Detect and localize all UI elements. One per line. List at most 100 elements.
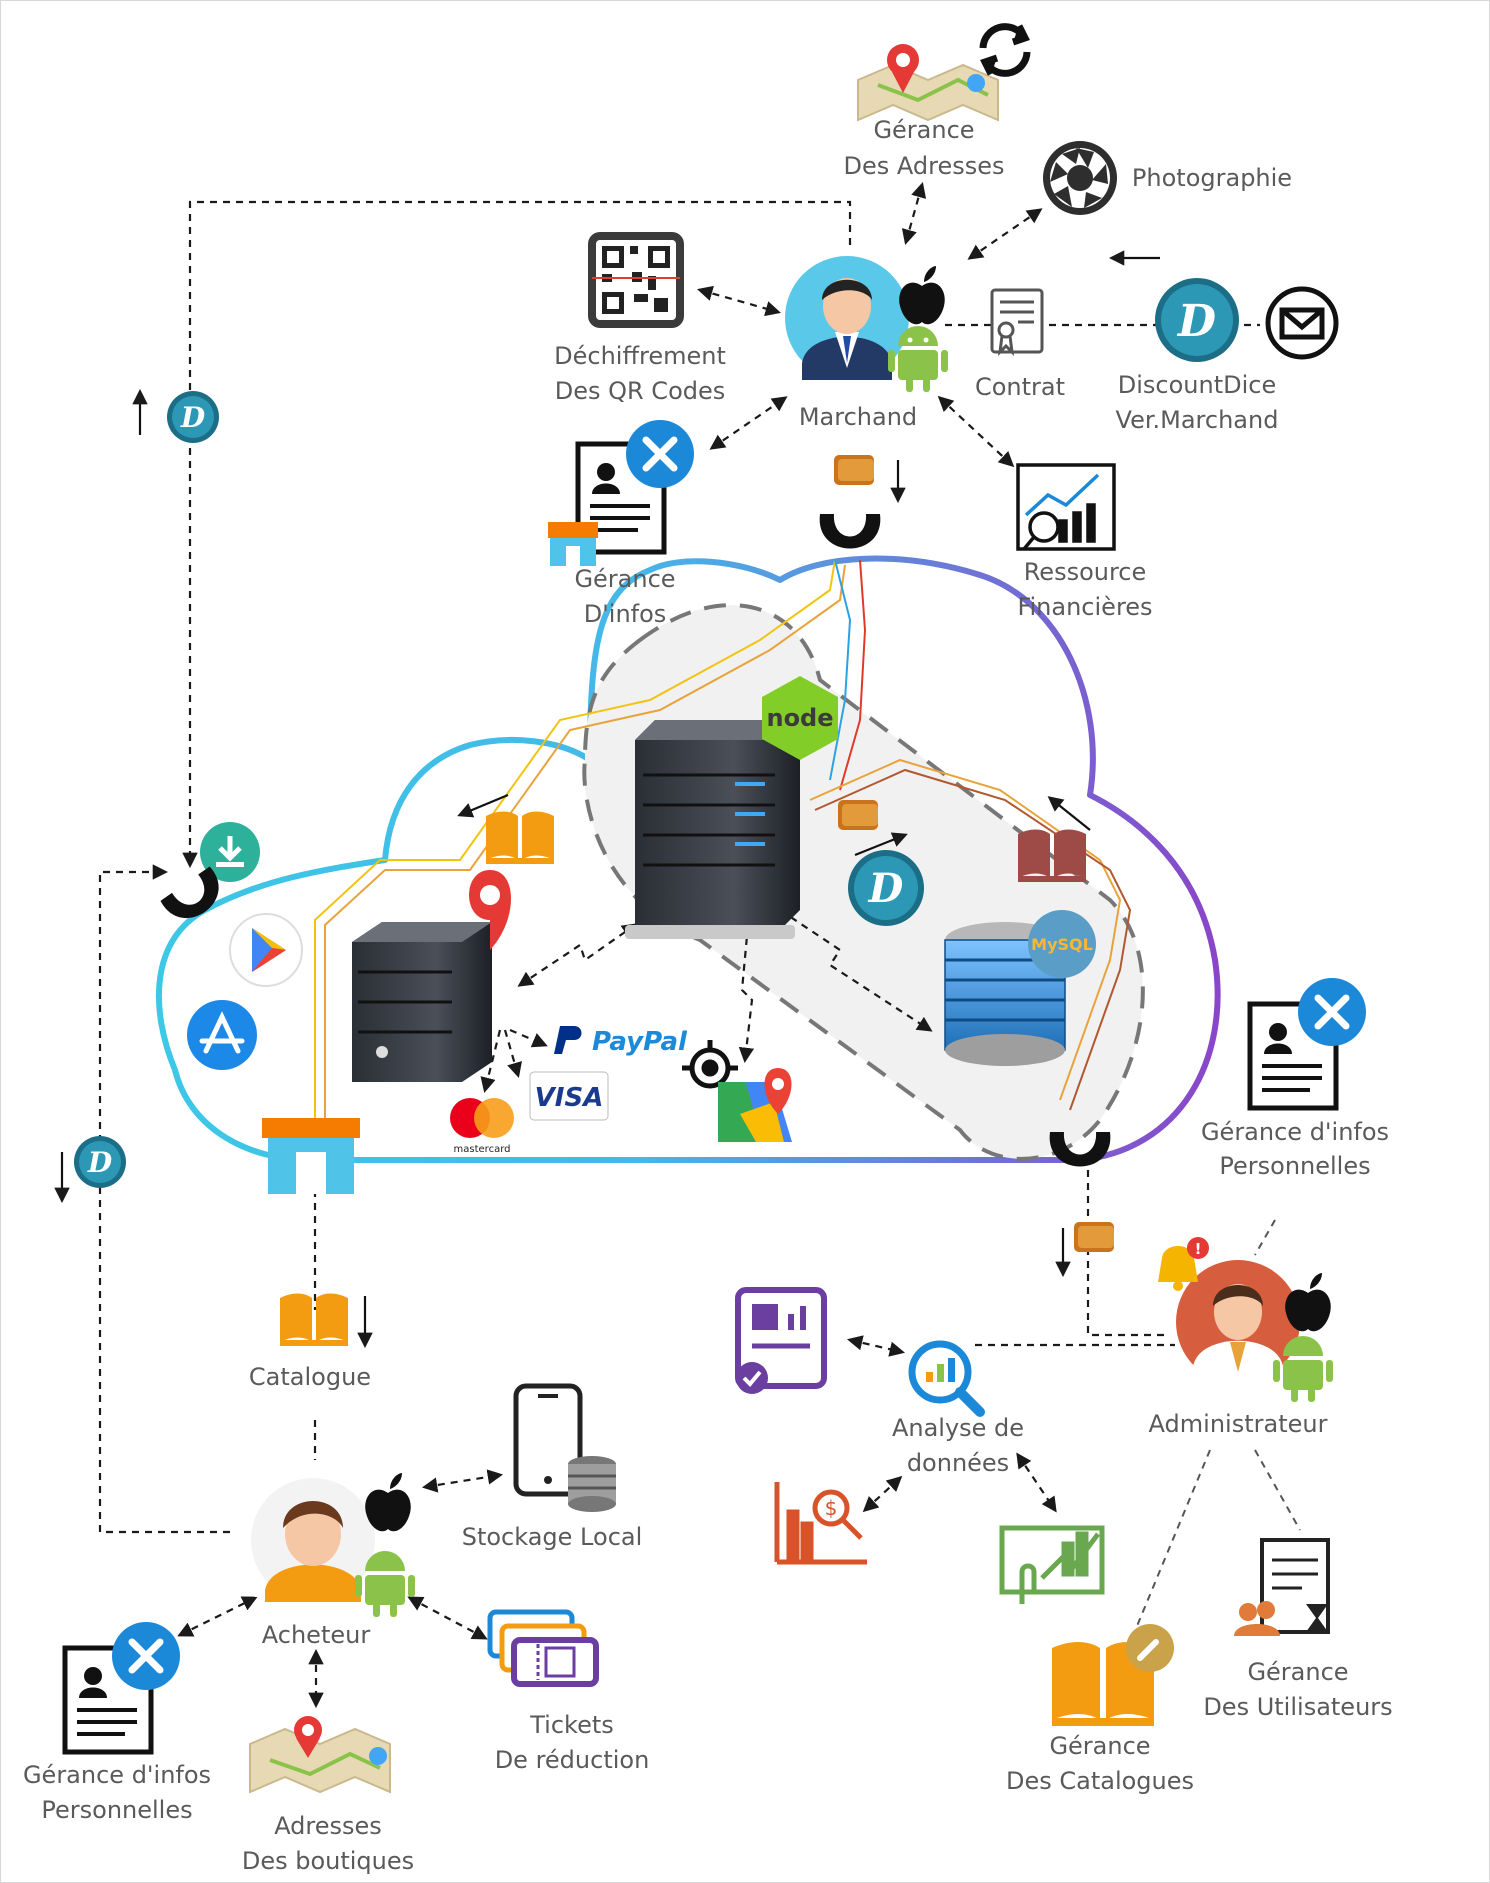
shop-addresses-map-icon: [249, 1716, 391, 1794]
map-icon: [857, 44, 999, 122]
growth-touch-icon: [999, 1525, 1105, 1604]
label-dechiffrement-2: Des QR Codes: [555, 377, 726, 405]
discountdice-badge-cloud: D: [848, 850, 924, 926]
data-lines: [314, 559, 1132, 1130]
buyer-avatar: [251, 1478, 375, 1602]
smartphone-icon: [513, 1383, 583, 1497]
sync-icon: [979, 23, 1031, 77]
contract-icon: [990, 288, 1044, 357]
paypal-logo: PayPal: [554, 1026, 688, 1057]
apple-icon: [899, 266, 945, 325]
svg-text:D: D: [1176, 296, 1216, 347]
android-admin-icon: [1273, 1336, 1333, 1402]
label-gerance-perso-right-2: Personnelles: [1219, 1152, 1370, 1180]
label-analyse-2: données: [907, 1449, 1009, 1477]
admin-avatar: [1176, 1260, 1300, 1384]
label-adresses-boutiques-1: Adresses: [274, 1812, 382, 1840]
analytics-search-icon: [908, 1340, 985, 1417]
book-catalogue-icon: [280, 1293, 348, 1346]
label-gerance-catalogues-1: Gérance: [1049, 1732, 1150, 1760]
network-plug-left-icon: [160, 866, 219, 919]
label-ressource-1: Ressource: [1024, 558, 1147, 586]
svg-text:D: D: [180, 401, 206, 434]
tools-badge-right-icon: [1298, 978, 1366, 1046]
label-gerance-utilisateurs-1: Gérance: [1247, 1658, 1348, 1686]
user-management-icon: [1234, 1538, 1330, 1636]
label-gerance-infos-1: Gérance: [574, 565, 675, 593]
label-gerance-utilisateurs-2: Des Utilisateurs: [1203, 1693, 1392, 1721]
location-target-icon: [682, 1040, 738, 1089]
cloud-outline: [155, 555, 1221, 1163]
discount-tickets-icon: [487, 1609, 599, 1687]
bell-alert-icon: !: [1158, 1237, 1209, 1291]
apple-admin-icon: [1285, 1273, 1331, 1332]
svg-text:!: !: [1195, 1240, 1202, 1258]
android-buyer-icon: [355, 1551, 415, 1617]
map-pin-logo-icon: [469, 870, 511, 950]
label-discountdice-2: Ver.Marchand: [1116, 406, 1279, 434]
catalog-management-icon: [1052, 1624, 1174, 1726]
finance-analysis-icon: $: [774, 1482, 867, 1565]
apple-buyer-icon: [365, 1473, 411, 1532]
web-server-icon: [352, 922, 492, 1082]
label-gerance-adresses-1: Gérance: [873, 116, 974, 144]
svg-text:$: $: [825, 1496, 838, 1520]
label-acheteur: Acheteur: [262, 1621, 371, 1649]
tools-badge-left-icon: [112, 1622, 180, 1690]
connectors: [98, 182, 1301, 1709]
label-gerance-perso-left-1: Gérance d'infos: [23, 1761, 211, 1789]
discountdice-badge-left-bottom: D: [74, 1136, 126, 1188]
app-store-icon: [187, 1000, 257, 1070]
qr-code-icon: [588, 232, 684, 328]
download-icon: [200, 822, 260, 882]
network-plug-right-icon: [1049, 1132, 1111, 1167]
mail-icon: [1265, 286, 1339, 360]
label-ressource-2: Financières: [1017, 593, 1152, 621]
label-photographie: Photographie: [1132, 164, 1292, 192]
label-gerance-adresses-2: Des Adresses: [844, 152, 1005, 180]
label-contrat: Contrat: [975, 373, 1065, 401]
profile-document-right-icon: [1247, 1001, 1339, 1111]
store-icon: [262, 1118, 360, 1194]
network-plug-icon: [819, 514, 881, 549]
main-server-icon: [625, 720, 800, 939]
label-adresses-boutiques-2: Des boutiques: [242, 1847, 414, 1875]
label-gerance-infos-2: D'infos: [584, 600, 667, 628]
mysql-badge-icon: MySQL: [1028, 910, 1096, 978]
label-tickets-1: Tickets: [529, 1711, 614, 1739]
google-play-icon: [229, 913, 303, 987]
shop-icon: [548, 522, 598, 566]
label-tickets-2: De réduction: [495, 1746, 650, 1774]
svg-text:MySQL: MySQL: [1031, 935, 1093, 954]
label-gerance-perso-left-2: Personnelles: [41, 1796, 192, 1824]
nodejs-icon: node: [762, 676, 838, 760]
svg-text:node: node: [766, 704, 833, 732]
label-administrateur: Administrateur: [1149, 1410, 1328, 1438]
labels: Gérance Des Adresses Photographie Déchif…: [23, 116, 1393, 1875]
label-dechiffrement-1: Déchiffrement: [554, 342, 726, 370]
tools-badge-icon: [626, 420, 694, 488]
cloud: [155, 555, 1221, 1163]
direction-arrows: [54, 250, 1160, 1349]
report-document-icon: [735, 1287, 827, 1394]
svg-text:VISA: VISA: [535, 1083, 604, 1113]
svg-text:mastercard: mastercard: [454, 1144, 511, 1155]
local-storage-icon: [568, 1456, 616, 1512]
merchant-avatar: [785, 256, 909, 380]
label-gerance-perso-right-1: Gérance d'infos: [1201, 1118, 1389, 1146]
label-stockage: Stockage Local: [462, 1523, 643, 1551]
discountdice-logo: D: [1155, 278, 1239, 362]
label-discountdice-1: DiscountDice: [1118, 371, 1276, 399]
svg-text:D: D: [868, 865, 904, 912]
label-gerance-catalogues-2: Des Catalogues: [1006, 1767, 1194, 1795]
book-brown-icon: [1018, 829, 1086, 882]
svg-text:PayPal: PayPal: [592, 1027, 688, 1057]
wallet-icon: [834, 455, 874, 485]
camera-aperture-icon: [1043, 141, 1117, 215]
label-analyse-1: Analyse de: [892, 1414, 1024, 1442]
mastercard-logo: mastercard: [450, 1098, 514, 1155]
svg-text:D: D: [87, 1146, 113, 1179]
discountdice-badge-left-top: D: [167, 391, 219, 443]
wallet-admin-icon: [1074, 1222, 1114, 1252]
